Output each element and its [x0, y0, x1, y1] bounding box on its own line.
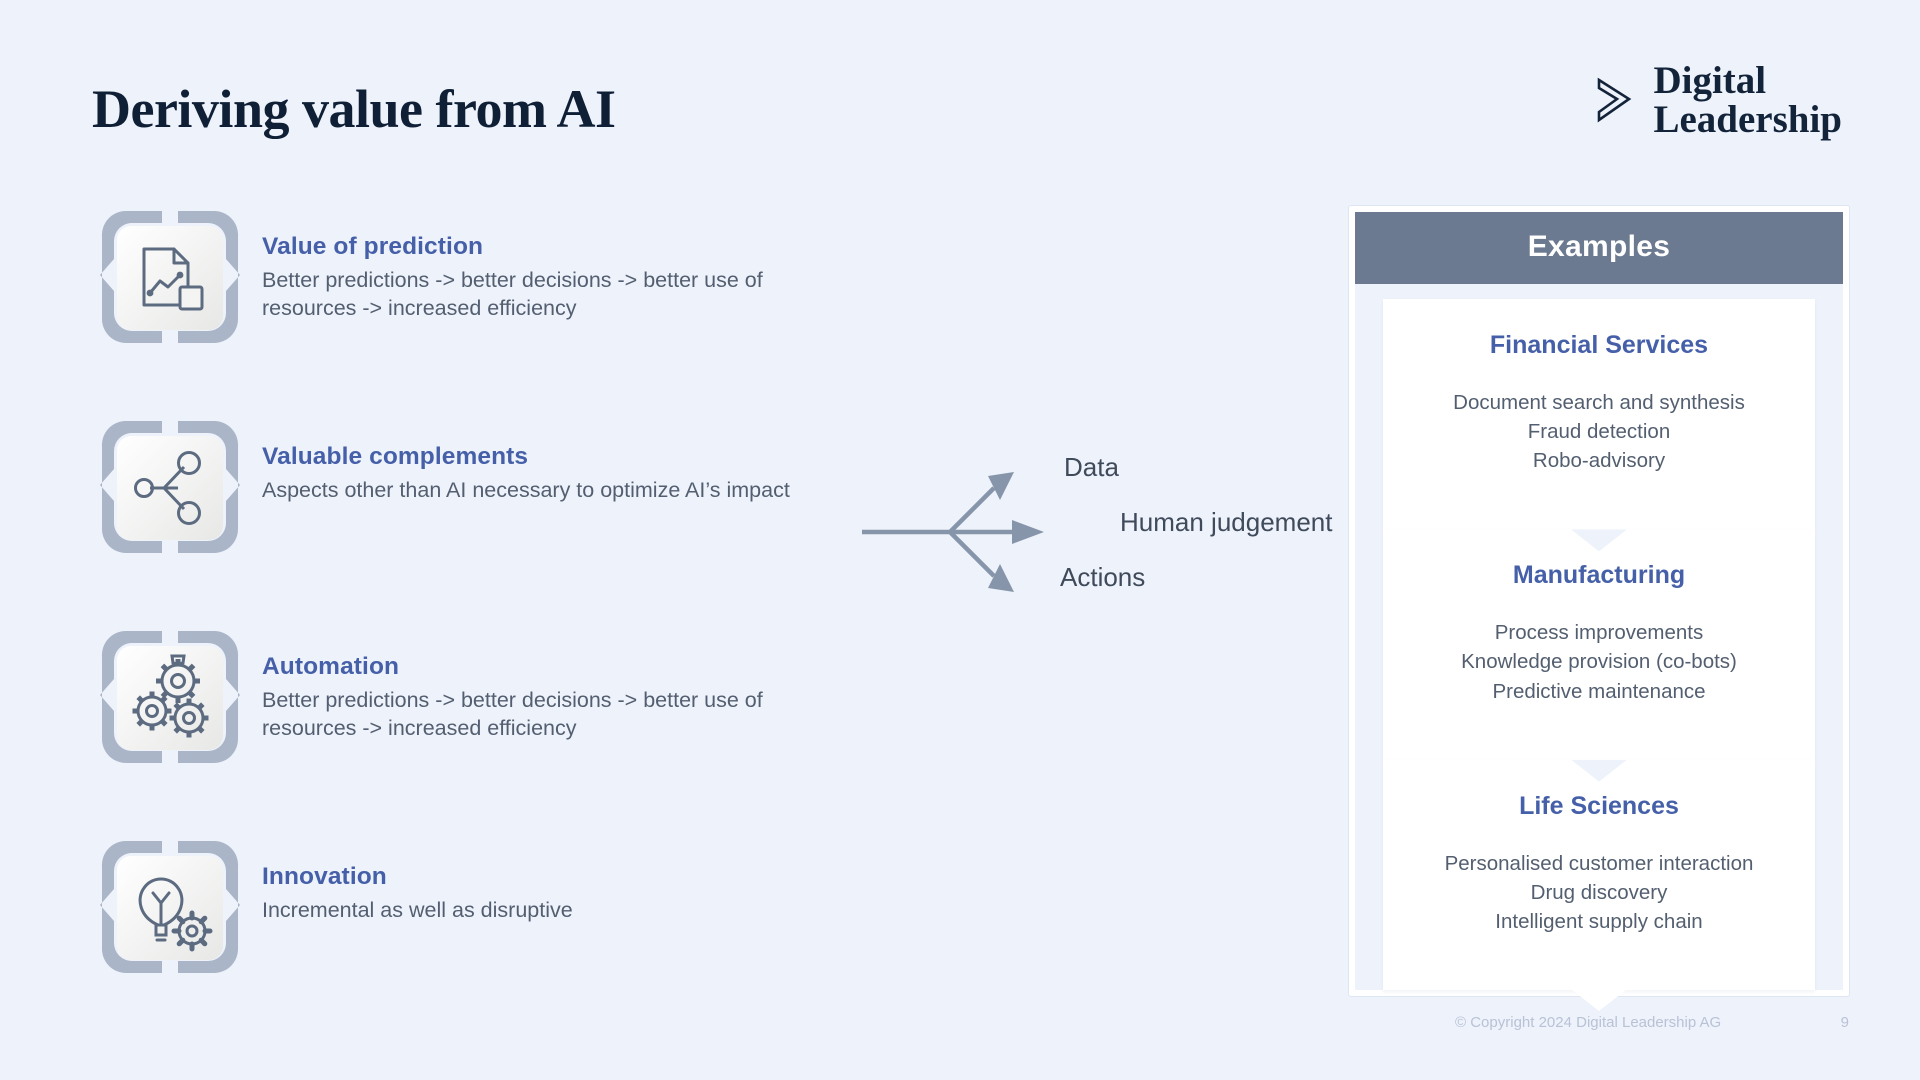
arrow-label-data: Data — [1064, 452, 1119, 482]
example-card-title: Manufacturing — [1512, 561, 1686, 590]
example-card-life-sciences: Life Sciences Personalised customer inte… — [1383, 759, 1815, 990]
example-item: Drug discovery — [1530, 880, 1668, 904]
example-card-items: Document search and synthesis Fraud dete… — [1395, 388, 1803, 475]
example-item: Document search and synthesis — [1453, 391, 1745, 414]
arrow-label-actions: Actions — [1060, 562, 1146, 592]
page-title: Deriving value from AI — [92, 79, 616, 139]
example-card-items: Process improvements Knowledge provision… — [1395, 618, 1803, 705]
badge-frame — [92, 621, 248, 775]
example-item: Personalised customer interaction — [1444, 851, 1754, 875]
feature-item-automation: Automation Better predictions -> better … — [92, 615, 952, 825]
three-way-arrow-diagram: Data Human judgement Actions — [862, 452, 1332, 612]
examples-panel: Examples Financial Services Document sea… — [1349, 206, 1849, 996]
example-item: Process improvements — [1494, 621, 1704, 645]
example-item: Predictive maintenance — [1492, 679, 1706, 703]
branching-arrow-icon — [862, 472, 1044, 592]
logo-line-1: Digital — [1653, 59, 1767, 102]
feature-text: Valuable complements Aspects other than … — [262, 405, 790, 504]
feature-text: Value of prediction Better predictions -… — [262, 195, 792, 323]
lightbulb-gear-icon — [100, 840, 240, 973]
arrow-label-human-judgement: Human judgement — [1120, 507, 1333, 537]
document-chart-icon — [100, 210, 240, 343]
chevron-right-outline-icon — [1595, 76, 1635, 129]
feature-description: Better predictions -> better decisions -… — [262, 688, 763, 741]
feature-item-value-of-prediction: Value of prediction Better predictions -… — [92, 195, 952, 405]
example-card-title: Life Sciences — [1519, 791, 1679, 820]
example-card-items: Personalised customer interaction Drug d… — [1395, 849, 1803, 936]
slide-footer: © Copyright 2024 Digital Leadership AG 9 — [1455, 1014, 1855, 1031]
feature-title: Automation — [262, 653, 400, 680]
example-card-manufacturing: Manufacturing Process improvements Knowl… — [1383, 529, 1815, 760]
copyright-text: © Copyright 2024 Digital Leadership AG — [1455, 1014, 1722, 1031]
logo-line-2: Leadership — [1653, 97, 1842, 141]
card-notch — [1571, 759, 1627, 782]
feature-description: Incremental as well as disruptive — [262, 898, 573, 922]
examples-header: Examples — [1355, 212, 1843, 284]
feature-description: Better predictions -> better decisions -… — [262, 268, 763, 321]
feature-title: Valuable complements — [262, 443, 529, 470]
example-card-title: Financial Services — [1489, 331, 1709, 359]
feature-title: Innovation — [262, 863, 387, 890]
badge-frame — [92, 411, 248, 565]
badge-frame — [92, 201, 248, 355]
example-card-financial-services: Financial Services Document search and s… — [1383, 299, 1815, 530]
feature-item-innovation: Innovation Incremental as well as disrup… — [92, 825, 952, 1035]
feature-item-valuable-complements: Valuable complements Aspects other than … — [92, 405, 952, 615]
example-item: Robo-advisory — [1532, 449, 1666, 473]
badge-frame — [92, 831, 248, 985]
feature-title: Value of prediction — [262, 233, 484, 260]
brand-logo: Digital Leadership — [1595, 59, 1842, 141]
examples-body: Financial Services Document search and s… — [1355, 284, 1843, 990]
feature-text: Automation Better predictions -> better … — [262, 615, 792, 743]
gears-icon — [100, 630, 240, 763]
card-notch — [1571, 529, 1627, 552]
network-share-icon — [100, 420, 240, 553]
example-item: Intelligent supply chain — [1495, 909, 1703, 933]
feature-description: Aspects other than AI necessary to optim… — [262, 478, 790, 502]
example-item: Knowledge provision (co-bots) — [1461, 650, 1737, 674]
logo-wordmark: Digital Leadership — [1653, 59, 1842, 141]
feature-list: Value of prediction Better predictions -… — [92, 195, 952, 1035]
feature-text: Innovation Incremental as well as disrup… — [262, 825, 573, 924]
example-item: Fraud detection — [1527, 420, 1671, 444]
page-number: 9 — [1840, 1014, 1849, 1031]
